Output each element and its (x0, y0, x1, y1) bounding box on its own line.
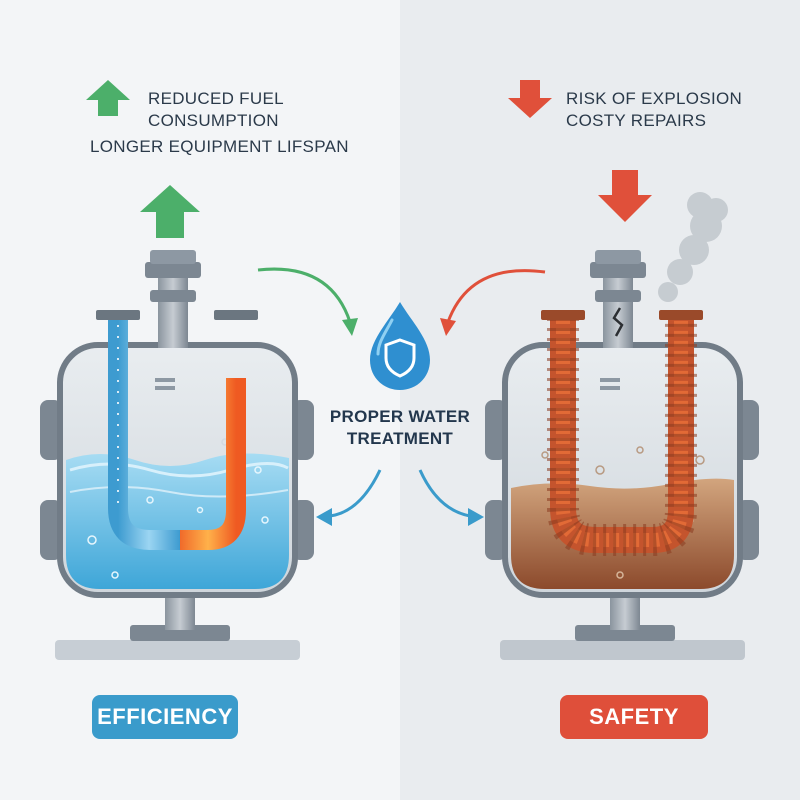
risk-repairs: COSTY REPAIRS (566, 111, 707, 130)
risk-explosion: RISK OF EXPLOSION (566, 89, 743, 108)
center-label-line1: PROPER WATER (329, 407, 471, 426)
benefit-consumption: CONSUMPTION (148, 111, 279, 130)
efficiency-tank (40, 250, 314, 660)
benefit-lifespan: LONGER EQUIPMENT LIFSPAN (90, 137, 349, 156)
center-label: PROPER WATER TREATMENT (320, 406, 480, 450)
efficiency-badge: EFFICIENCY (92, 695, 238, 739)
arrow-up-icon (140, 185, 200, 238)
smoke (658, 192, 728, 302)
water-drop-shield-icon (370, 302, 430, 390)
arrow-down-icon (598, 170, 652, 222)
benefit-reduced-fuel: REDUCED FUEL (148, 89, 284, 108)
arrow-up-icon (86, 80, 130, 116)
safety-tank (485, 192, 759, 660)
arrow-down-icon (508, 80, 552, 118)
flow-arrows (257, 267, 546, 526)
center-label-line2: TREATMENT (346, 429, 454, 448)
safety-badge: SAFETY (560, 695, 708, 739)
